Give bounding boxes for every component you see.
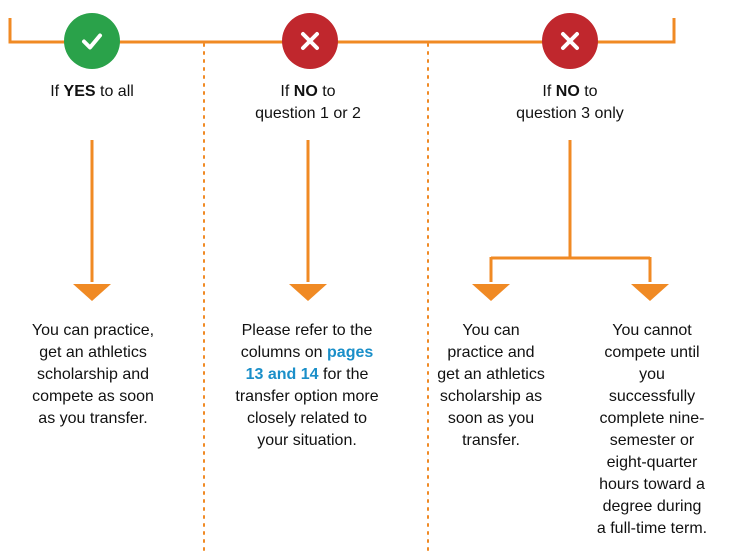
pages-link[interactable]: pages 13 and 14 bbox=[245, 344, 374, 383]
condition-label-col2: If NO to question 1 or 2 bbox=[210, 81, 406, 125]
outcome-col1: You can practice, get an athletics schol… bbox=[31, 322, 155, 427]
no-badge-col3 bbox=[542, 13, 598, 69]
no-badge-col2 bbox=[282, 13, 338, 69]
split-connector-col3 bbox=[489, 140, 652, 282]
label-strong: NO bbox=[293, 83, 318, 100]
arrow-head-col3a bbox=[472, 284, 510, 301]
label-strong: YES bbox=[63, 83, 96, 100]
outcome-col3a: You can practice and get an athletics sc… bbox=[437, 322, 545, 449]
label-line2: question 1 or 2 bbox=[255, 105, 361, 122]
x-icon bbox=[301, 32, 319, 50]
x-icon bbox=[561, 32, 579, 50]
label-line2: question 3 only bbox=[516, 105, 624, 122]
arrow-head-col1 bbox=[73, 284, 111, 301]
outcome-col2-before: Please refer to the columns on bbox=[240, 322, 373, 361]
label-prefix: If bbox=[280, 83, 290, 100]
label-prefix: If bbox=[50, 83, 60, 100]
top-bracket-line bbox=[8, 18, 676, 44]
arrow-head-col3b bbox=[631, 284, 669, 301]
condition-label-col1: If YES to all bbox=[0, 81, 184, 103]
arrow-head-col2 bbox=[289, 284, 327, 301]
label-suffix: to bbox=[322, 83, 336, 100]
outcome-col2-after: for the transfer option more closely rel… bbox=[235, 366, 379, 449]
outcome-col2: Please refer to the columns on pages 13 … bbox=[232, 320, 382, 452]
yes-badge bbox=[64, 13, 120, 69]
label-suffix: to bbox=[584, 83, 598, 100]
label-suffix: to all bbox=[100, 83, 134, 100]
label-strong: NO bbox=[555, 83, 580, 100]
condition-label-col3: If NO to question 3 only bbox=[470, 81, 670, 125]
label-prefix: If bbox=[542, 83, 552, 100]
outcome-col3b: You cannot compete until you successfull… bbox=[596, 322, 708, 537]
check-icon bbox=[82, 33, 102, 50]
